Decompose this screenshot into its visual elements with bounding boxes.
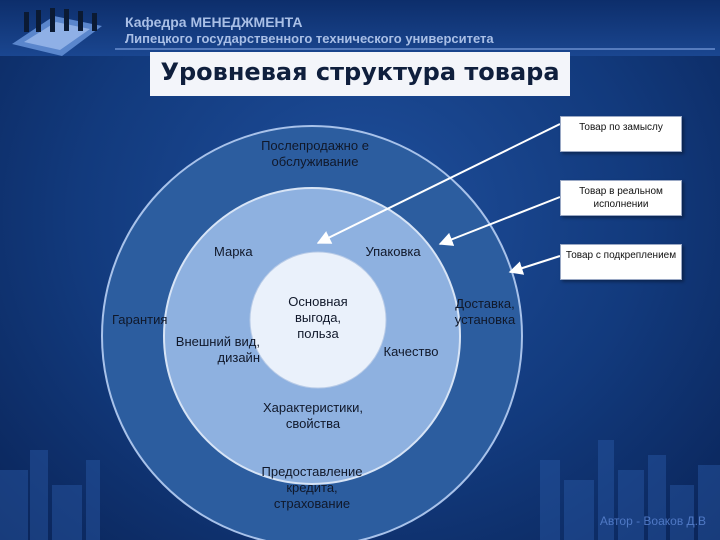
callout-real-product: Товар в реальном исполнении xyxy=(560,180,682,216)
label-credit-insurance: Предоставление кредита, страхование xyxy=(261,464,363,511)
label-delivery-installation: Доставка, установка xyxy=(454,296,516,327)
callout-product-by-intent: Товар по замыслу xyxy=(560,116,682,152)
header-divider xyxy=(115,48,715,50)
department-title: Кафедра МЕНЕДЖМЕНТА xyxy=(125,14,303,30)
callout-augmented-product: Товар с подкреплением xyxy=(560,244,682,280)
arrow-to-augmented-product xyxy=(508,255,561,275)
label-after-sales-service: Послепродажно е обслуживание xyxy=(261,138,369,169)
label-brand: Марка xyxy=(214,244,253,259)
city-skyline-decoration xyxy=(0,440,720,540)
label-packaging: Упаковка xyxy=(365,244,421,259)
label-appearance-design: Внешний вид, дизайн xyxy=(175,334,260,365)
label-quality: Качество xyxy=(383,344,439,359)
title-background xyxy=(150,52,570,96)
label-core-benefit: Основная выгода, польза xyxy=(288,294,348,341)
core-circle xyxy=(249,251,387,389)
author-credit: Автор - Воаков Д.В xyxy=(599,514,706,528)
header-bar xyxy=(0,0,720,56)
label-characteristics: Характеристики, свойства xyxy=(262,400,363,431)
arrow-to-real-product xyxy=(438,196,561,246)
university-name: Липецкого государственного технического … xyxy=(125,31,494,46)
arrow-to-core xyxy=(316,123,561,244)
university-logo xyxy=(12,8,102,56)
label-warranty: Гарантия xyxy=(112,312,168,327)
slide-title: Уровневая структура товара xyxy=(160,58,560,86)
